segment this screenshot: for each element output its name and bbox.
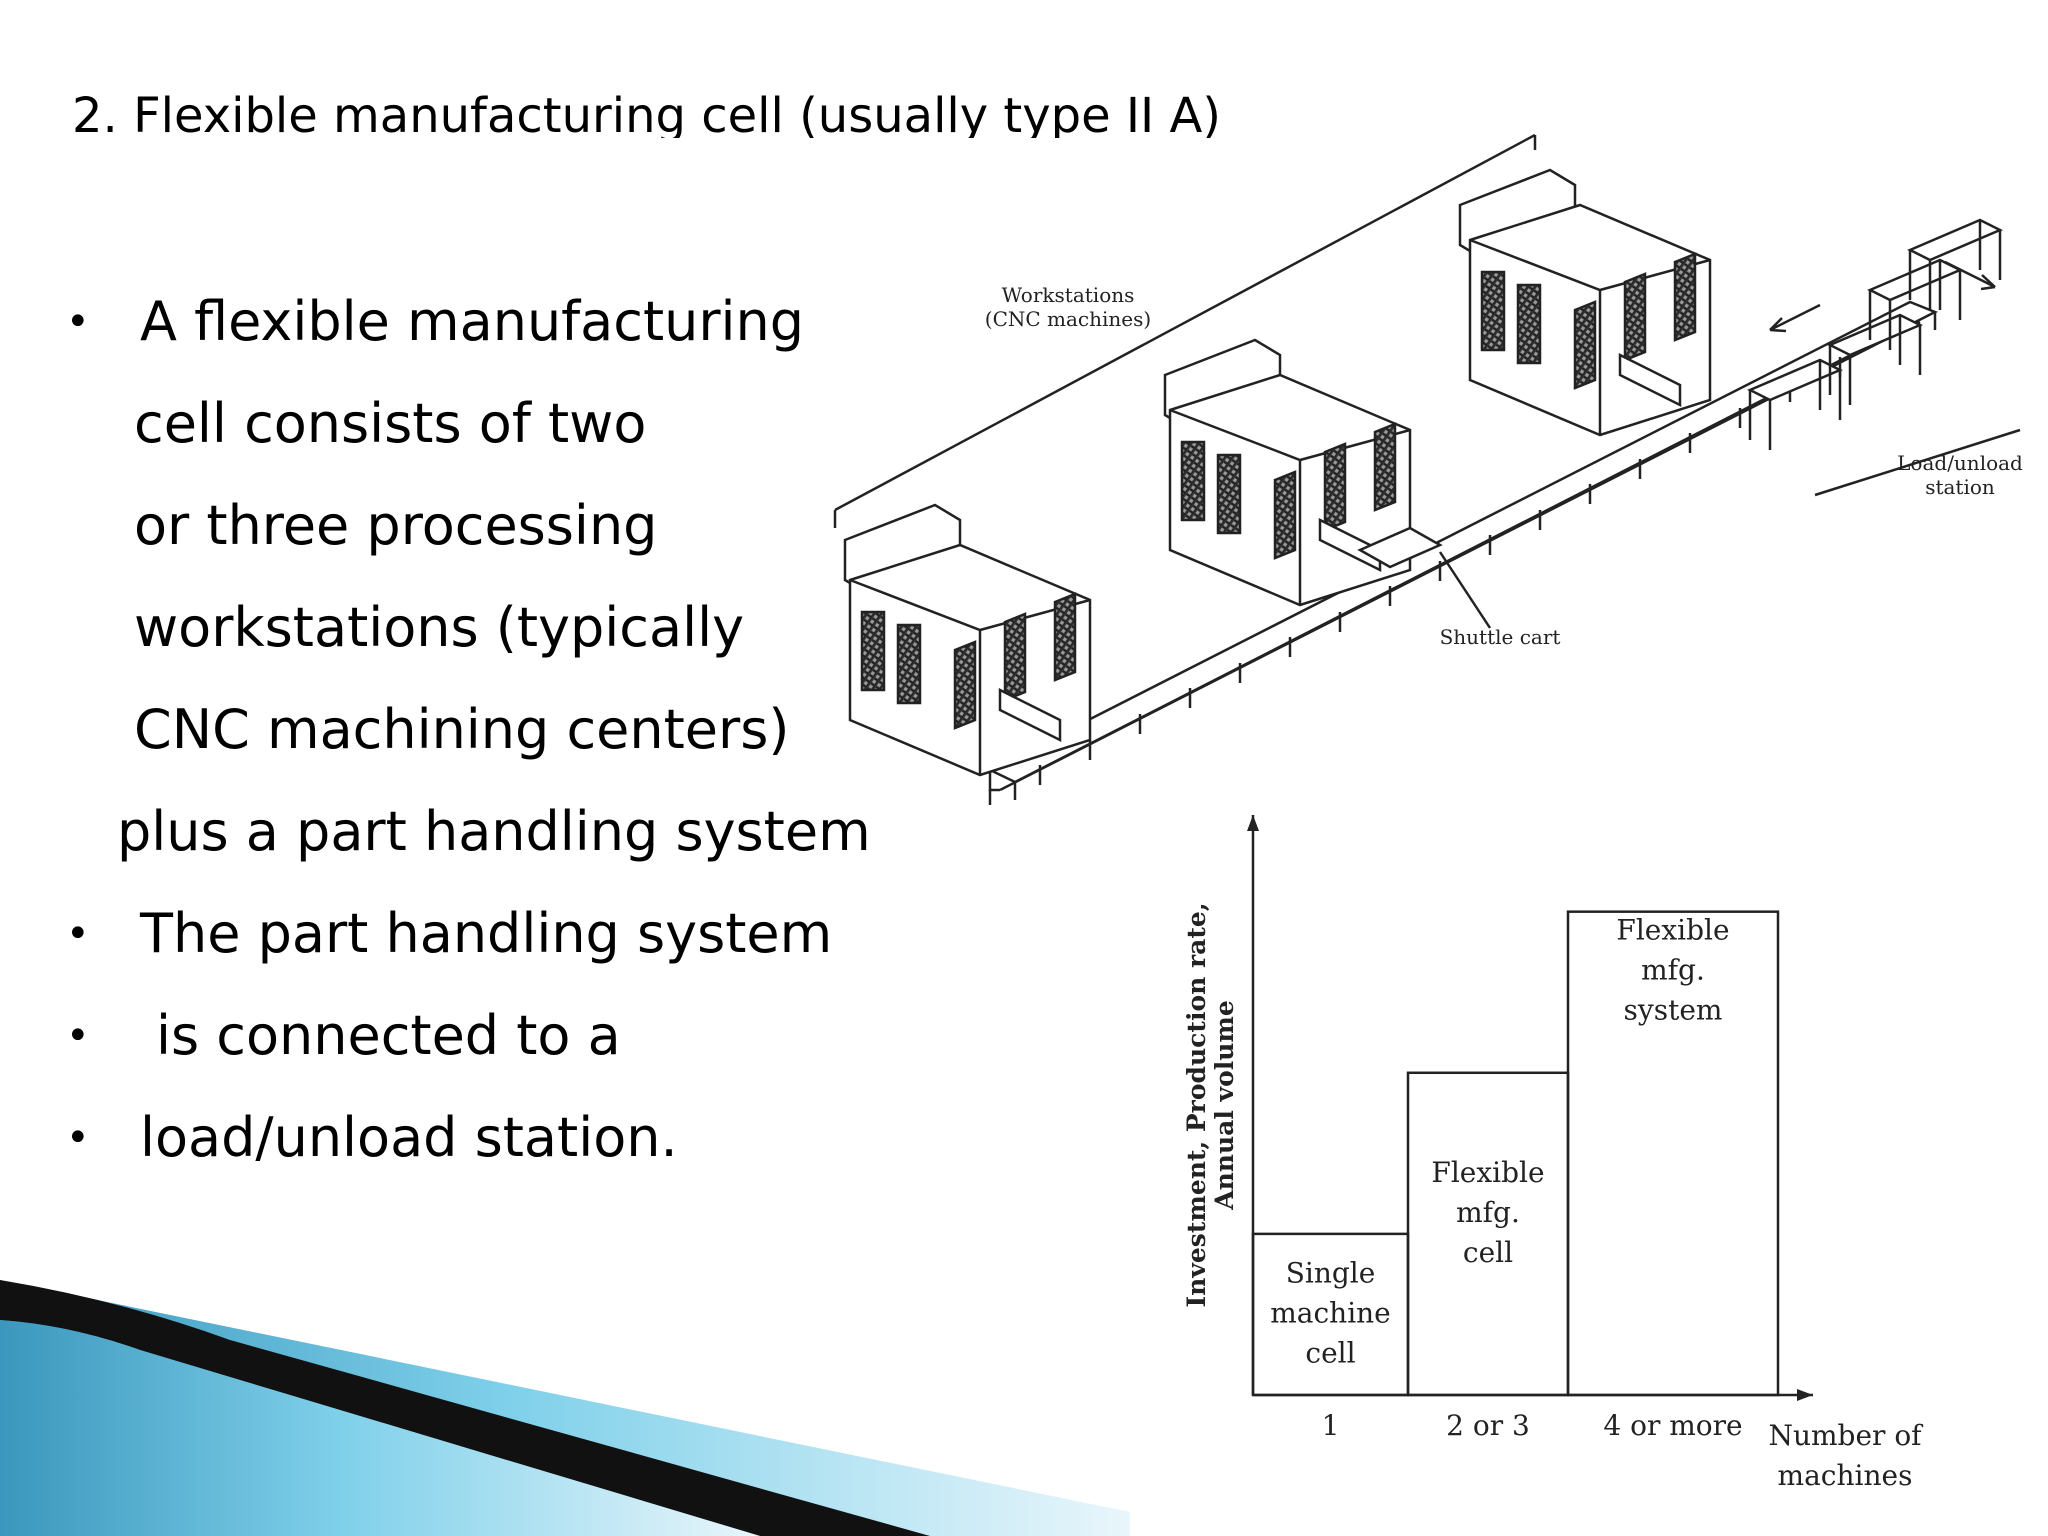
cnc-machine-1 — [843, 503, 1092, 777]
bar-label-1-line-1: Single — [1286, 1256, 1376, 1289]
shuttle-cart-leader — [1438, 551, 1492, 629]
shuttle-cart-shape — [1357, 526, 1443, 569]
label-load-unload-1: Load/unload — [1897, 451, 2023, 475]
bar-label-2-line-3: cell — [1463, 1236, 1513, 1269]
bar-2 — [1406, 1071, 1570, 1397]
cnc-machine-3 — [1458, 168, 1712, 437]
load-unload-stands — [1747, 218, 2003, 450]
bullet-1-line-3: or three processing — [134, 494, 658, 557]
bullet-2: The part handling system — [140, 902, 833, 965]
bullet-1-line-2: cell consists of two — [134, 392, 647, 455]
title-prefix: 2. — [72, 88, 134, 138]
bar-label-1-line-2: machine — [1270, 1296, 1391, 1329]
bar-3 — [1566, 910, 1780, 1397]
x-axis-label-line-1: Number of — [1768, 1419, 1924, 1452]
swoosh-dark — [0, 1280, 930, 1536]
label-load-unload-2: station — [1925, 475, 1995, 499]
y-axis-arrow-icon — [1247, 815, 1259, 831]
title-underlined: Flexible manufacturing cell — [133, 88, 784, 138]
x-tick-label-3: 4 or more — [1603, 1409, 1742, 1442]
title-suffix: (usually type II A) — [783, 88, 1222, 138]
bar-label-3-line-1: Flexible — [1616, 914, 1729, 947]
bullet-1-line-5: CNC machining centers) — [134, 698, 790, 761]
decorative-swoosh — [0, 1280, 1130, 1536]
x-tick-label-2: 2 or 3 — [1446, 1409, 1530, 1442]
step-chart: Single machine cell 1 Flexible mfg. cell 2 or 3… — [1182, 815, 1924, 1492]
arrow-left-icon — [1769, 303, 1821, 333]
bar-label-1-line-3: cell — [1305, 1336, 1355, 1369]
bullet-1-line-4: workstations (typically — [134, 596, 745, 659]
x-axis-arrow-icon — [1797, 1389, 1813, 1401]
x-axis-label-line-2: machines — [1778, 1459, 1913, 1492]
bar-label-3-line-3: system — [1624, 994, 1723, 1027]
bullet-dot: • — [66, 911, 90, 957]
y-axis-label-line-2: Annual volume — [1210, 1000, 1239, 1211]
bullet-dot: • — [66, 299, 90, 345]
bullet-1-line-6: plus a part handling system — [117, 800, 871, 863]
label-workstations-2: (CNC machines) — [985, 307, 1151, 331]
label-shuttle-cart: Shuttle cart — [1440, 625, 1561, 649]
swoosh-blue-lower — [0, 1320, 760, 1536]
conveyor-track — [987, 300, 1939, 805]
y-axis-label-line-1: Investment, Production rate, — [1182, 902, 1211, 1307]
load-unload-bracket — [1814, 428, 2021, 497]
bullet-3: is connected to a — [156, 1004, 621, 1067]
bullet-1-line-1: A flexible manufacturing — [140, 290, 805, 353]
bullet-dot: • — [66, 1115, 90, 1161]
fmc-layout-diagram: Workstations (CNC machines) Load/unload … — [833, 133, 2023, 805]
label-workstations-1: Workstations — [1002, 283, 1135, 307]
bar-label-2-line-1: Flexible — [1431, 1156, 1544, 1189]
arrow-right-icon — [1944, 260, 1996, 291]
bullet-4: load/unload station. — [140, 1106, 678, 1169]
chart-plot-area: Single machine cell 1 Flexible mfg. cell 2 or 3… — [1182, 815, 1924, 1492]
bar-label-3-line-2: mfg. — [1641, 954, 1705, 987]
slide-title: 2. Flexible manufacturing cell (usually … — [72, 86, 1221, 138]
bar-label-2-line-2: mfg. — [1456, 1196, 1520, 1229]
bullet-dot: • — [66, 1013, 90, 1059]
x-tick-label-1: 1 — [1322, 1409, 1340, 1442]
workstations-bracket — [833, 133, 1537, 528]
cnc-machine-2 — [1163, 338, 1412, 607]
